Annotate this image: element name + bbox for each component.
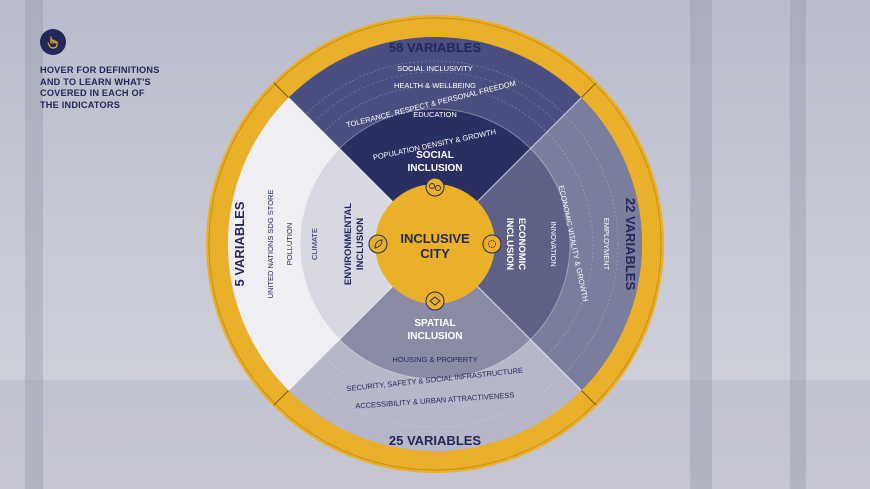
environmental-title-line2: INCLUSION [355,218,366,270]
variables-top[interactable]: 58 VARIABLES [389,40,482,55]
economic-title-line1: ECONOMIC [516,218,527,270]
economic-title-line2: INCLUSION [504,218,515,270]
economic-icon[interactable] [482,234,502,254]
center-title-line1: INCLUSIVE [400,231,470,246]
environmental-item[interactable]: UNITED NATIONS SDG STORE [266,190,275,299]
social-title-line2: INCLUSION [408,163,463,174]
background-tree [25,0,43,489]
economic-item[interactable]: INNOVATION [549,221,558,267]
economic-item[interactable]: EMPLOYMENT [602,218,611,271]
spatial-title-line1: SPATIAL [414,318,455,329]
variables-bottom[interactable]: 25 VARIABLES [389,433,482,448]
pointer-hand-icon[interactable] [40,29,66,55]
social-icon[interactable] [425,177,445,197]
social-core[interactable] [339,108,531,244]
hint-text: HOVER FOR DEFINITIONS AND TO LEARN WHAT'… [40,65,160,110]
environmental-core[interactable] [299,148,435,340]
spatial-title-line2: INCLUSION [408,331,463,342]
ring-divider [580,389,597,406]
social-item[interactable]: SOCIAL INCLUSIVITY [397,64,473,73]
social-item[interactable]: EDUCATION [413,110,457,119]
ring-divider [580,82,597,99]
variables-right[interactable]: 22 VARIABLES [623,198,638,291]
ring-guide [299,108,571,380]
outer-ring-border [208,17,662,471]
ring-guide [251,60,619,428]
center-title-line2: CITY [420,246,450,261]
center-circle[interactable] [375,184,495,304]
social-item[interactable]: HEALTH & WELLBEING [394,81,476,90]
background-tree [690,0,712,489]
economic-core[interactable] [435,148,571,340]
spatial-core[interactable] [339,244,531,380]
background-tree [790,0,806,489]
environmental-icon[interactable] [368,234,388,254]
environmental-item[interactable]: POLLUTION [285,223,294,266]
spatial-item[interactable]: HOUSING & PROPERTY [392,355,477,364]
social-title-line1: SOCIAL [416,150,454,161]
ring-divider [273,389,290,406]
environmental-item[interactable]: CLIMATE [310,228,319,260]
hover-hint: HOVER FOR DEFINITIONS AND TO LEARN WHAT'… [40,29,230,111]
ring-guide [276,85,594,403]
spatial-icon[interactable] [425,291,445,311]
ring-divider [273,82,290,99]
environmental-title-line1: ENVIRONMENTAL [343,203,354,285]
variables-left[interactable]: 5 VARIABLES [232,201,247,286]
